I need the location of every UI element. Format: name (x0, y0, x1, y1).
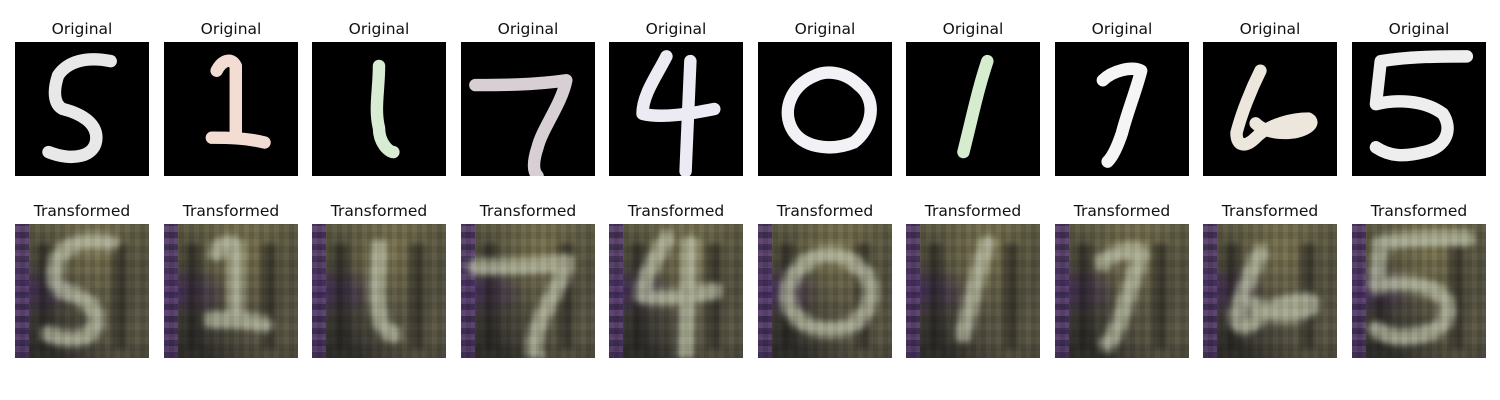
original-title: Original (1239, 20, 1301, 38)
original-image (1352, 42, 1486, 176)
original-title: Original (645, 20, 707, 38)
original-image (15, 42, 149, 176)
original-title: Original (51, 20, 113, 38)
original-image (461, 42, 595, 176)
original-title: Original (1091, 20, 1153, 38)
transformed-title: Transformed (330, 202, 428, 220)
original-title: Original (200, 20, 262, 38)
transformed-image (906, 224, 1040, 358)
transformed-title: Transformed (1073, 202, 1171, 220)
transformed-title: Transformed (776, 202, 874, 220)
transformed-title: Transformed (1370, 202, 1468, 220)
transformed-image (1055, 224, 1189, 358)
original-title: Original (1388, 20, 1450, 38)
transformed-title: Transformed (924, 202, 1022, 220)
original-title: Original (794, 20, 856, 38)
original-title: Original (497, 20, 559, 38)
original-image (609, 42, 743, 176)
transformed-image (164, 224, 298, 358)
transformed-title: Transformed (33, 202, 131, 220)
transformed-image (1203, 224, 1337, 358)
transformed-title: Transformed (479, 202, 577, 220)
original-image (312, 42, 446, 176)
original-title: Original (942, 20, 1004, 38)
original-image (1055, 42, 1189, 176)
original-image (1203, 42, 1337, 176)
transformed-image (609, 224, 743, 358)
original-image (164, 42, 298, 176)
transformed-title: Transformed (627, 202, 725, 220)
transformed-image (15, 224, 149, 358)
original-image (906, 42, 1040, 176)
transformed-image (461, 224, 595, 358)
original-title: Original (348, 20, 410, 38)
transformed-title: Transformed (182, 202, 280, 220)
transformed-image (312, 224, 446, 358)
transformed-image (758, 224, 892, 358)
transformed-image (1352, 224, 1486, 358)
original-image (758, 42, 892, 176)
transformed-title: Transformed (1221, 202, 1319, 220)
